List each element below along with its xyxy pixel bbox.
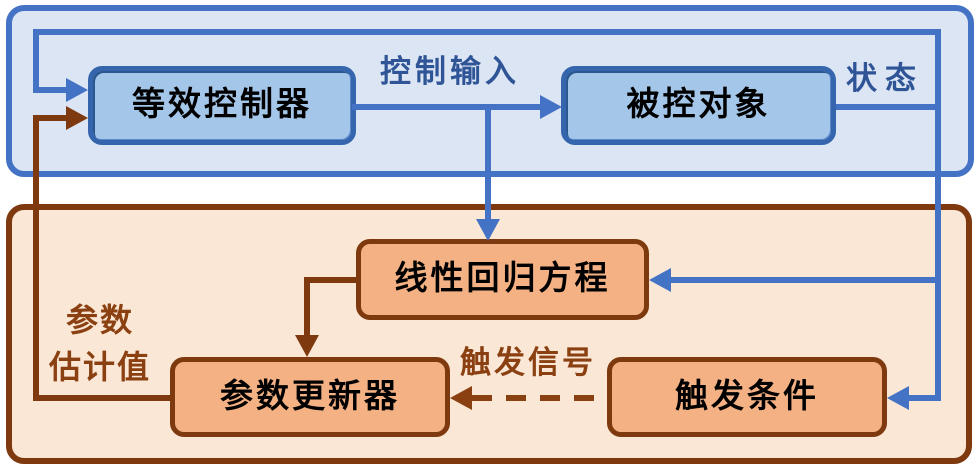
controlled-plant-label: 被控对象	[626, 87, 771, 123]
plant-output-line	[836, 104, 941, 110]
parameter-updater-box: 参数更新器	[170, 357, 450, 437]
state-to-regression-line	[671, 277, 941, 283]
trigger-condition-box: 触发条件	[607, 357, 887, 437]
control-input-label: 控制输入	[380, 54, 520, 89]
state-feedback-top-line	[33, 29, 941, 35]
trigger-signal-label: 触发信号	[460, 345, 596, 380]
linear-regression-box: 线性回归方程	[356, 239, 649, 320]
regression-to-updater-arrowhead	[295, 335, 319, 357]
regression-to-updater-v-line	[304, 277, 310, 335]
param-estimate-label-line1: 参数	[65, 302, 134, 338]
regression-to-updater-h-line	[304, 277, 356, 283]
linear-regression-label: 线性回归方程	[394, 261, 611, 297]
state-feedback-left-line	[33, 29, 39, 93]
equivalent-controller-box: 等效控制器	[88, 66, 356, 145]
state-to-trigger-arrowhead	[887, 386, 909, 410]
trigger-condition-label: 触发条件	[675, 378, 819, 415]
state-right-vertical-line	[935, 29, 941, 401]
param-estimate-label-line2: 估计值	[48, 349, 151, 386]
controlled-plant-box: 被控对象	[561, 66, 836, 145]
control-input-line	[352, 104, 542, 110]
state-feedback-arrowhead	[66, 78, 88, 102]
param-estimate-label: 参数估计值	[24, 297, 176, 392]
control-input-branch-line	[485, 107, 491, 220]
state-feedback-into-controller-line	[33, 87, 66, 93]
control-input-arrowhead	[540, 95, 562, 119]
param-estimate-bottom-line	[33, 395, 170, 401]
control-input-to-regression-arrowhead	[476, 219, 500, 241]
state-to-trigger-line	[909, 395, 941, 401]
param-estimate-arrowhead	[66, 106, 88, 130]
trigger-signal-arrowhead	[450, 386, 472, 410]
equivalent-controller-label: 等效控制器	[132, 87, 312, 123]
state-label: 状态	[846, 61, 924, 96]
parameter-updater-label: 参数更新器	[220, 378, 400, 415]
param-estimate-into-controller-line	[33, 115, 66, 121]
trigger-signal-dashed-line	[472, 395, 607, 401]
param-estimate-left-line	[33, 115, 39, 401]
state-to-regression-arrowhead	[649, 268, 671, 292]
